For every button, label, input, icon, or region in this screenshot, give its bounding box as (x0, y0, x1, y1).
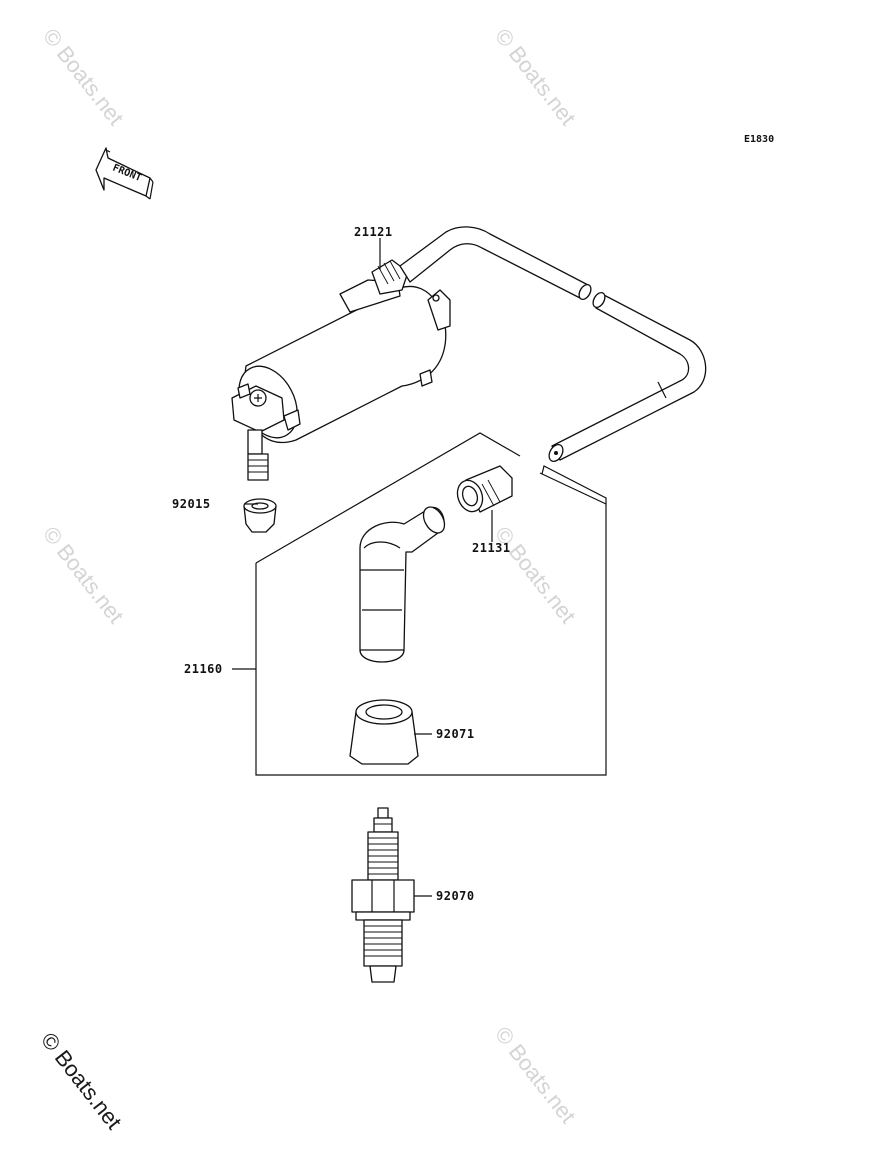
watermark-faint: © Boats.net (490, 1022, 581, 1128)
watermark-faint: © Boats.net (490, 522, 581, 628)
grommet (243, 498, 277, 533)
cap-nut (456, 465, 513, 513)
assembly-outline (255, 465, 607, 776)
leader-lines (232, 238, 493, 897)
diagram-code: E1830 (744, 134, 774, 145)
watermark-faint: © Boats.net (490, 24, 581, 130)
part-label-plug-cap: 21160 (184, 662, 223, 676)
part-label-grommet: 92015 (172, 497, 211, 511)
part-label-spark-plug: 92070 (436, 889, 475, 903)
part-label-ignition-coil: 21121 (354, 225, 393, 239)
seal (349, 699, 419, 765)
watermark-faint: © Boats.net (38, 24, 129, 130)
plug-cap (359, 506, 446, 663)
spark-plug (351, 807, 415, 983)
part-label-cap-nut: 21131 (472, 541, 511, 555)
front-arrow-icon: FRONT (95, 147, 154, 200)
high-tension-lead (399, 226, 707, 463)
watermark-faint: © Boats.net (38, 522, 129, 628)
part-label-seal: 92071 (436, 727, 475, 741)
watermark-corner: © Boats.net (36, 1028, 127, 1134)
ignition-coil (231, 259, 451, 481)
watermark-layer: © Boats.net © Boats.net © Boats.net © Bo… (38, 24, 581, 1128)
